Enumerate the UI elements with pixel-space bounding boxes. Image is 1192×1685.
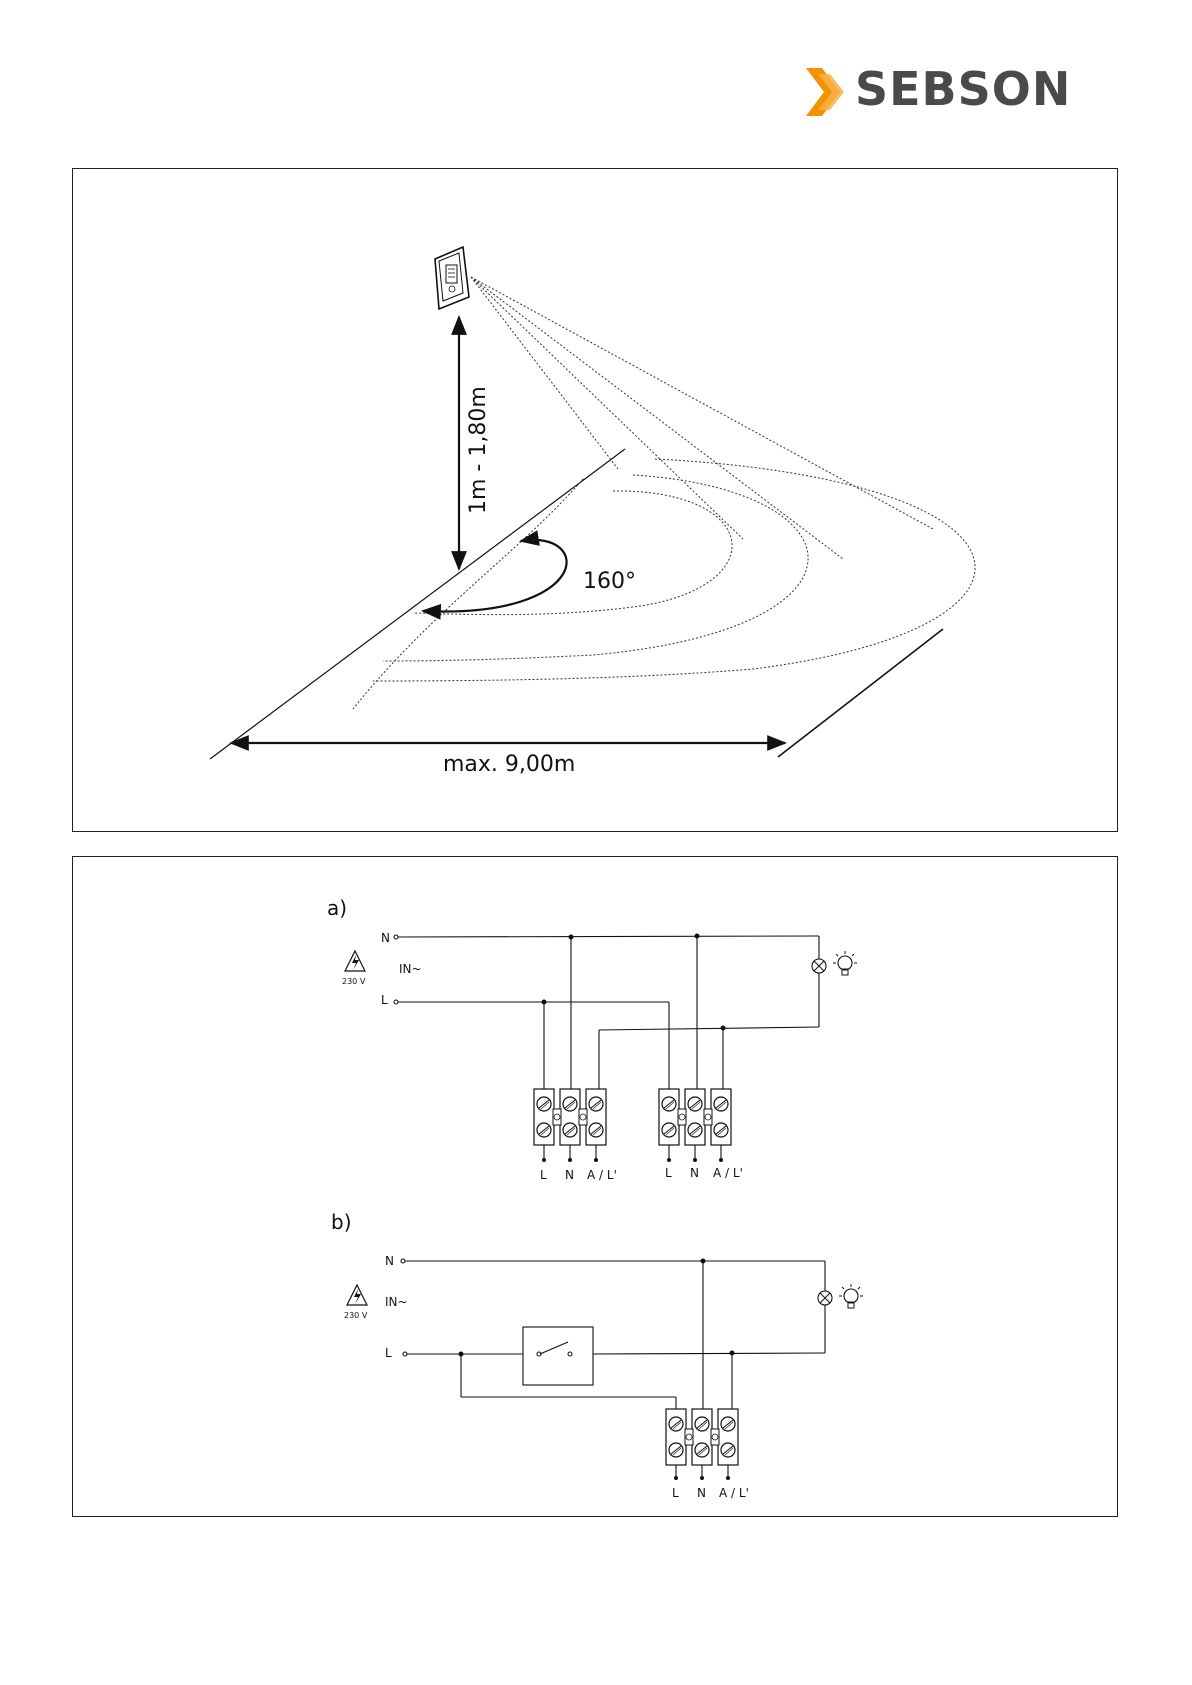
terminal-block-2 bbox=[659, 1089, 731, 1145]
angle-arrow bbox=[423, 540, 567, 612]
diagram-a-title: a) bbox=[327, 896, 347, 920]
terminal-label: L bbox=[540, 1168, 547, 1182]
diagram-a-voltage-label: 230 V bbox=[342, 977, 366, 986]
detection-range-panel: 1m - 1,80m 160° max. 9,00m bbox=[72, 168, 1118, 832]
lamp-symbol bbox=[812, 959, 826, 973]
diagram-b-l-label: L bbox=[385, 1346, 392, 1360]
diagram-b-input-label: IN~ bbox=[385, 1295, 408, 1309]
chevron-logo-icon bbox=[800, 60, 860, 120]
diagram-b-voltage-label: 230 V bbox=[344, 1311, 368, 1320]
detection-range-diagram: 1m - 1,80m 160° max. 9,00m bbox=[73, 169, 1119, 833]
terminal-label: A / L' bbox=[719, 1486, 749, 1500]
terminal-label: N bbox=[697, 1486, 706, 1500]
terminal-label: N bbox=[690, 1166, 699, 1180]
light-bulb-icon bbox=[833, 951, 857, 975]
wall-line bbox=[210, 449, 625, 759]
terminal-label: A / L' bbox=[713, 1166, 743, 1180]
terminal-block-1 bbox=[534, 1089, 606, 1145]
motion-sensor-icon bbox=[435, 247, 469, 309]
high-voltage-icon bbox=[345, 951, 365, 971]
diagram-a-l-label: L bbox=[381, 993, 388, 1007]
high-voltage-icon bbox=[347, 1285, 367, 1305]
brand-name: SEBSON bbox=[855, 62, 1071, 116]
terminal-label: L bbox=[665, 1166, 672, 1180]
brand-logo: SEBSON bbox=[800, 60, 1060, 120]
terminal-block-3 bbox=[666, 1409, 738, 1465]
wiring-diagrams: a) N L IN~ 230 V bbox=[73, 857, 1119, 1518]
angle-label: 160° bbox=[583, 569, 636, 594]
wiring-panel: a) N L IN~ 230 V bbox=[72, 856, 1118, 1517]
diagram-b-n-label: N bbox=[385, 1254, 394, 1268]
height-label: 1m - 1,80m bbox=[466, 386, 491, 514]
wiring-diagram-a: a) N L IN~ 230 V bbox=[327, 896, 857, 1182]
range-label: max. 9,00m bbox=[443, 752, 575, 777]
terminal-label: L bbox=[672, 1486, 679, 1500]
diagram-a-input-label: IN~ bbox=[399, 962, 422, 976]
detection-beams bbox=[353, 277, 975, 709]
lamp-symbol bbox=[818, 1291, 832, 1305]
light-bulb-icon bbox=[839, 1284, 863, 1308]
wiring-diagram-b: b) N L IN~ 230 V bbox=[331, 1210, 863, 1500]
terminal-label: N bbox=[565, 1168, 574, 1182]
floor-edge-line bbox=[778, 629, 943, 757]
diagram-b-title: b) bbox=[331, 1210, 352, 1234]
diagram-a-n-label: N bbox=[381, 931, 390, 945]
terminal-label: A / L' bbox=[587, 1168, 617, 1182]
